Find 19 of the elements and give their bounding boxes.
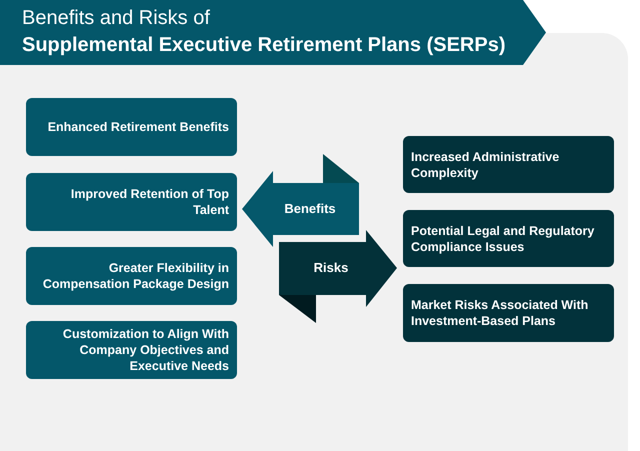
- arrow-label: Benefits: [284, 201, 336, 217]
- risk-text: Increased Administrative Complexity: [411, 148, 560, 180]
- benefit-text: Greater Flexibility in Compensation Package Design: [42, 260, 229, 292]
- risk-card: [403, 284, 614, 342]
- risk-text: Market Risks Associated With Investment-Based Plans: [411, 297, 590, 329]
- left-arrow-shape: [242, 154, 359, 247]
- risk-card: [403, 210, 614, 267]
- benefit-text: Customization to Align With Company Objectives and Executive Needs: [62, 326, 229, 374]
- benefit-card: [26, 321, 237, 379]
- title: Benefits and Risks of Supplemental Executive Retirement Plans (SERPs): [22, 6, 506, 58]
- benefit-text: Enhanced Retirement Benefits: [48, 119, 229, 135]
- risk-card: [403, 136, 614, 193]
- benefit-text: Improved Retention of Top Talent: [70, 186, 229, 218]
- risk-text: Potential Legal and Regulatory Compliance Issues: [411, 222, 596, 254]
- benefit-card: [26, 247, 237, 305]
- benefit-card: [26, 173, 237, 231]
- arrow-label: Risks: [314, 260, 348, 276]
- benefit-card: [26, 98, 237, 156]
- right-arrow-shape: [279, 230, 397, 323]
